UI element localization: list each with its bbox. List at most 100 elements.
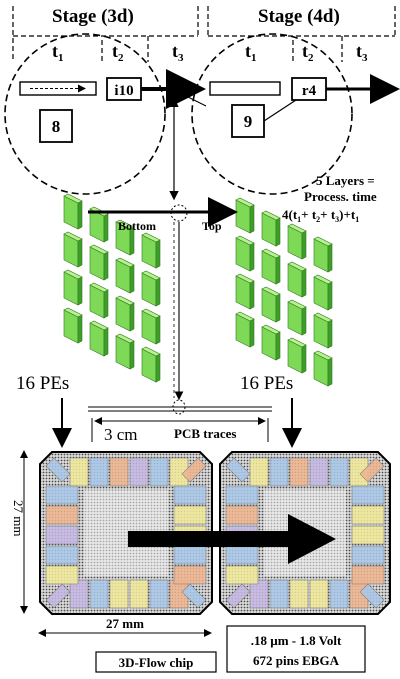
stage-3d-register-label: i10 — [114, 83, 133, 99]
stage-4d-node-box — [231, 104, 265, 138]
stage-4d-pipeline-bar — [209, 81, 281, 96]
chip-name: 3D-Flow chip — [119, 655, 194, 670]
stage-4d-feedback-link — [263, 99, 297, 122]
chip-corner-cell — [181, 457, 207, 483]
chip-cell — [351, 565, 385, 585]
chip-cell — [289, 457, 309, 487]
stage-4d-t3: t3 — [356, 41, 368, 64]
pe-cell — [313, 312, 333, 349]
chip-cell — [329, 457, 349, 487]
pe-cell — [235, 311, 255, 348]
chip-cell — [351, 505, 385, 525]
stage-3d-t3: t3 — [172, 41, 184, 64]
pe-cell — [115, 257, 135, 294]
chip-cell — [309, 457, 329, 487]
spec-line1: .18 µm - 1.8 Volt — [251, 633, 342, 648]
chip-cell — [225, 545, 259, 565]
distance-label: 3 cm — [104, 425, 138, 444]
pcb-label: PCB traces — [174, 426, 236, 441]
spec-box — [226, 625, 366, 673]
pe-cell — [89, 206, 109, 243]
chip-cell — [45, 565, 79, 585]
chip-cell — [45, 525, 79, 545]
chip-corner-cell — [181, 583, 207, 609]
pe-array-left — [63, 193, 161, 383]
chip-cell — [269, 457, 289, 487]
pe-cell — [89, 282, 109, 319]
stage-4d-t1: t1 — [245, 41, 257, 64]
pe-cell — [287, 299, 307, 336]
chip-cell — [351, 525, 385, 545]
pe-cell — [287, 223, 307, 260]
chip-cell — [109, 579, 129, 609]
chip-cell — [149, 457, 169, 487]
chip-cell — [225, 485, 259, 505]
pe-left-label: 16 PEs — [16, 373, 69, 394]
chip-corner-cell — [225, 457, 251, 483]
chip-cell — [225, 565, 259, 585]
chip-cell — [109, 457, 129, 487]
pe-cell — [235, 273, 255, 310]
stage-4d-node-number: 9 — [244, 112, 253, 131]
chip-flow-arrow-head — [288, 514, 336, 564]
pe-cell — [89, 244, 109, 281]
chip-corner-cell — [225, 583, 251, 609]
top-label: Top — [202, 219, 222, 233]
chip-cell — [89, 457, 109, 487]
chip-cell — [249, 579, 269, 609]
pe-cell — [63, 307, 83, 344]
chip-cell — [173, 505, 207, 525]
chip-corner-cell — [359, 457, 385, 483]
chip-cell — [351, 545, 385, 565]
layers-note-line2: Process. time — [304, 189, 377, 204]
chip-cell — [129, 579, 149, 609]
stage-4d-t2: t2 — [302, 41, 314, 64]
pe-cell — [115, 219, 135, 256]
pe-array-right — [235, 197, 333, 387]
connector-ellipse-bottom — [172, 399, 186, 415]
chip-width-label: 27 mm — [106, 616, 144, 631]
connector-ellipse-top — [165, 79, 183, 97]
pe-cell — [141, 308, 161, 345]
pe-cell — [115, 333, 135, 370]
chip-corner-cell — [45, 583, 71, 609]
chip-cell — [149, 579, 169, 609]
pe-cell — [313, 236, 333, 273]
pe-cell — [261, 324, 281, 361]
pe-cell — [313, 350, 333, 387]
pe-right-label: 16 PEs — [240, 373, 293, 394]
stage-3d-node-number: 8 — [52, 117, 61, 136]
chip-height-label: 27 mm — [11, 500, 26, 536]
chip-cell — [329, 579, 349, 609]
bottom-label: Bottom — [118, 219, 156, 233]
pe-cell — [63, 269, 83, 306]
spec-line2: 672 pins EBGA — [253, 653, 340, 668]
stage-3d: Stage (3d) t1 t2 t3 i10 8 — [4, 6, 206, 195]
chip-cell — [69, 457, 89, 487]
chip-corner-cell — [45, 457, 71, 483]
chip-cell — [289, 579, 309, 609]
pe-cell — [141, 232, 161, 269]
pe-cell — [261, 286, 281, 323]
pe-cell — [141, 270, 161, 307]
stage-3d-t2: t2 — [112, 41, 124, 64]
chip-cell — [129, 457, 149, 487]
pe-cell — [287, 261, 307, 298]
chip-cell — [45, 505, 79, 525]
chip-cell — [249, 457, 269, 487]
stage-3d-node-box — [39, 109, 73, 143]
pe-cell — [235, 197, 255, 234]
layers-note-line1: 5 Layers = — [316, 173, 375, 188]
chip-cell — [89, 579, 109, 609]
stage-4d-title: Stage (4d) — [258, 6, 340, 27]
stage-3d-zoom-circle — [4, 33, 166, 195]
pe-cell — [141, 346, 161, 383]
stage-4d-zoom-circle — [191, 33, 353, 195]
chip-cell — [309, 579, 329, 609]
stage-3d-title: Stage (3d) — [52, 6, 134, 27]
chip-cell — [269, 579, 289, 609]
pe-cell — [261, 248, 281, 285]
stage-3d-t1: t1 — [52, 41, 64, 64]
pe-cell — [63, 231, 83, 268]
